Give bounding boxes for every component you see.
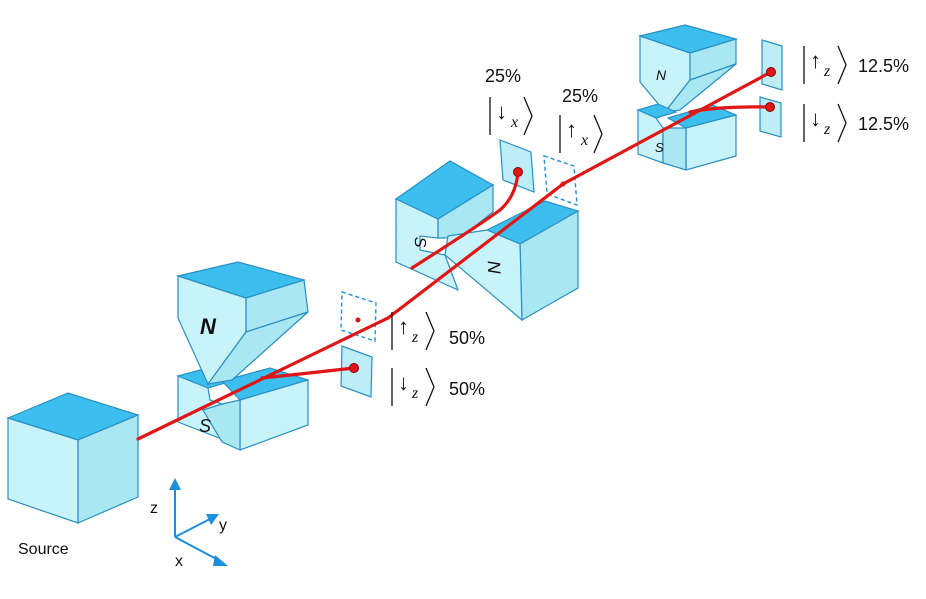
- percent-stage1-up: 50%: [449, 328, 485, 348]
- svg-text:↑: ↑: [398, 314, 409, 339]
- magnet-1-south-label: S: [199, 416, 211, 436]
- impact-dot-3: [766, 67, 776, 77]
- ket-stage1-up: ↑ z: [391, 311, 435, 351]
- impact-dot-1: [349, 363, 359, 373]
- magnet-1-north-label: N: [200, 314, 217, 339]
- impact-dot-4: [765, 102, 775, 112]
- screen-stage2-down: [499, 139, 535, 193]
- source-label: Source: [18, 541, 69, 558]
- percent-stage3-down: 12.5%: [858, 114, 909, 134]
- magnet-3-north-label: N: [656, 67, 667, 83]
- magnet-2: [394, 160, 580, 322]
- percent-stage3-up: 12.5%: [858, 56, 909, 76]
- svg-text:↓: ↓: [810, 106, 821, 131]
- svg-text:x: x: [580, 132, 588, 149]
- magnet-2-south-label: S: [411, 236, 428, 248]
- percent-stage2-down: 25%: [485, 66, 521, 86]
- screen-stage3-up: [761, 39, 783, 91]
- source-box: [6, 392, 140, 524]
- ket-stage1-down: ↓ z: [391, 367, 435, 407]
- svg-text:z: z: [411, 385, 419, 402]
- axis-z-label: z: [150, 500, 158, 517]
- svg-text:z: z: [411, 329, 419, 346]
- ket-stage2-up: ↑ x: [559, 114, 603, 154]
- coordinate-axes: [169, 478, 228, 566]
- particle-beam: [136, 67, 776, 441]
- svg-text:↓: ↓: [496, 99, 507, 124]
- pass-dot-1: [355, 317, 361, 323]
- percent-stage2-up: 25%: [562, 86, 598, 106]
- svg-text:↑: ↑: [810, 48, 821, 73]
- ket-stage3-up: ↑ z: [803, 45, 847, 85]
- svg-text:↑: ↑: [566, 117, 577, 142]
- screen-stage2-up: [543, 155, 578, 207]
- magnet-3-south-label: S: [655, 140, 664, 155]
- ket-stage2-down: ↓ x: [489, 96, 533, 136]
- impact-dot-2: [513, 167, 523, 177]
- magnet-1: [175, 261, 311, 451]
- ket-stage3-down: ↓ z: [803, 103, 847, 143]
- svg-text:↓: ↓: [398, 370, 409, 395]
- magnet-2-north-label: N: [484, 260, 504, 275]
- axis-x-label: x: [175, 553, 183, 570]
- svg-text:x: x: [510, 114, 518, 131]
- screen-stage1-up: [340, 291, 377, 342]
- axis-y-label: y: [219, 517, 227, 534]
- pass-dot-2: [560, 181, 566, 187]
- svg-text:z: z: [823, 121, 831, 138]
- percent-stage1-down: 50%: [449, 379, 485, 399]
- svg-text:z: z: [823, 63, 831, 80]
